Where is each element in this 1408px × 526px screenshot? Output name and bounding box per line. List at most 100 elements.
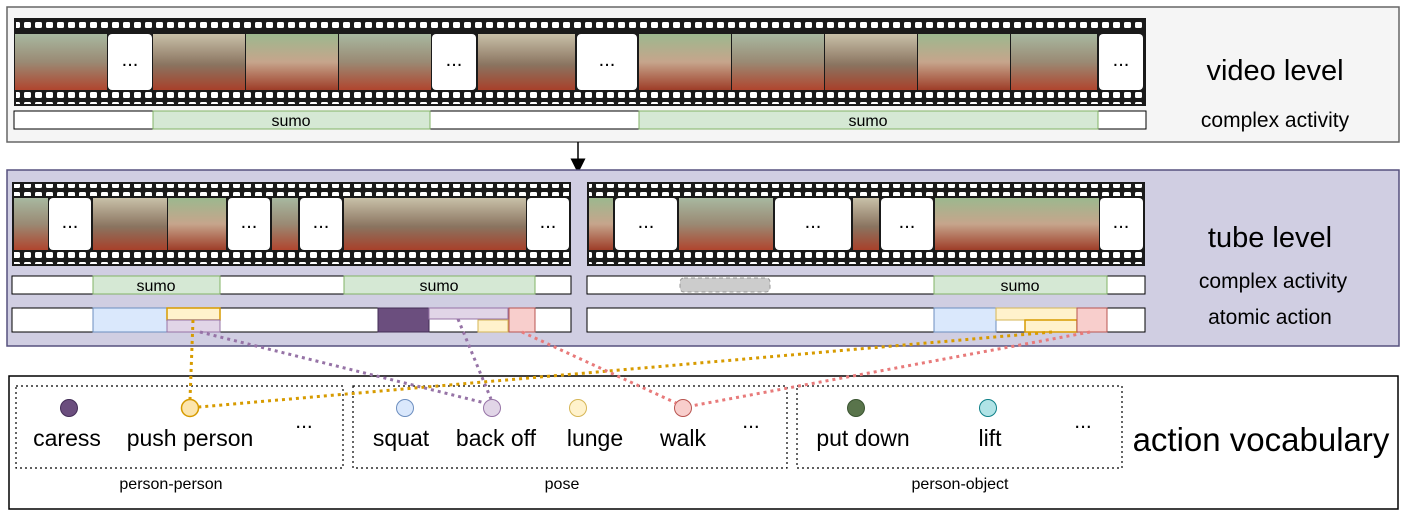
ellipsis-frame: [108, 34, 152, 90]
ellipsis-frame: [775, 198, 851, 250]
push-person-segment: [166, 307, 221, 321]
squat-segment: [92, 307, 168, 333]
group-box-pose: [352, 385, 788, 469]
vocab-label-back-off: back off: [456, 425, 537, 451]
ellipsis-text: ...: [638, 211, 655, 233]
ellipsis-frame: [300, 198, 342, 250]
walk-segment: [508, 307, 536, 333]
sumo-segment: [92, 275, 221, 295]
ellipsis-text: ...: [446, 49, 463, 71]
sumo-label: sumo: [136, 278, 175, 295]
ellipsis-text: ...: [540, 211, 557, 233]
group-name-person-person: person-person: [119, 476, 222, 493]
walk-segment: [1076, 307, 1108, 333]
tube-frame: [344, 198, 526, 250]
video-frame: [918, 34, 1010, 90]
walk-dot: [674, 399, 692, 417]
video-frame: [639, 34, 731, 90]
vocab-label-caress: caress: [33, 425, 101, 451]
left-tube-atomic-bar: [11, 307, 572, 333]
video-level-panel: ... ... ... ... sumo sumo video level: [6, 6, 1400, 143]
ellipsis-frame: [432, 34, 476, 90]
tube-frame: [168, 198, 226, 250]
group-name-pose: pose: [545, 476, 580, 493]
action-vocabulary-title: action vocabulary: [1133, 421, 1390, 458]
vocab-label-push-person: push person: [127, 425, 254, 451]
sumo-segment: [638, 110, 1099, 130]
ellipsis-frame: [577, 34, 637, 90]
ellipsis-frame: [49, 198, 91, 250]
squat-segment: [933, 307, 997, 333]
ellipsis-frame: [228, 198, 270, 250]
action-vocabulary-panel: caress push person ... person-person squ…: [8, 375, 1399, 510]
more-ellipsis: ...: [295, 410, 313, 433]
ellipsis-frame: [527, 198, 569, 250]
lift-dot: [979, 399, 997, 417]
video-frame: [339, 34, 431, 90]
squat-dot: [396, 399, 414, 417]
link-walk-left: [521, 330, 677, 405]
link-push-person-left: [188, 319, 195, 400]
vocab-label-lunge: lunge: [567, 425, 623, 451]
video-frame: [15, 34, 107, 90]
svg-text:...: ...: [1113, 211, 1130, 233]
more-ellipsis: ...: [1074, 410, 1092, 433]
ellipsis-text: ...: [122, 49, 139, 71]
ellipsis-text: ...: [241, 211, 258, 233]
video-frame: [153, 34, 245, 90]
push-person-segment: [1024, 319, 1078, 333]
tube-frame: [272, 198, 298, 250]
svg-text:...: ...: [1113, 49, 1130, 71]
ellipsis-text: ...: [313, 211, 330, 233]
ellipsis-text: ...: [899, 211, 916, 233]
tube-frame: [679, 198, 773, 250]
lunge-segment: [995, 307, 1078, 321]
right-tube-activity-bar: sumo: [586, 275, 1146, 295]
back-off-segment: [166, 319, 221, 333]
more-ellipsis: ...: [742, 410, 760, 433]
put-down-dot: [847, 399, 865, 417]
tube-atomic-action-label: atomic action: [1208, 306, 1332, 329]
vocab-label-squat: squat: [373, 425, 430, 451]
group-box-person-person: [15, 385, 344, 469]
caress-segment: [377, 307, 430, 333]
vocab-label-lift: lift: [979, 425, 1003, 451]
vocab-label-walk: walk: [659, 425, 707, 451]
push-person-dot: [180, 398, 200, 418]
tube-frame: [935, 198, 1099, 250]
group-name-person-object: person-object: [912, 476, 1010, 493]
tube-level-panel: ... ... ... ... ... ... ...: [6, 169, 1400, 347]
link-walk-right: [690, 330, 1091, 408]
tube-frame: [93, 198, 167, 250]
lunge-segment: [477, 319, 509, 333]
sumo-label: sumo: [419, 278, 458, 295]
sumo-label: sumo: [271, 113, 310, 130]
caress-dot: [60, 399, 78, 417]
video-frame: [825, 34, 917, 90]
video-frame: [246, 34, 338, 90]
video-film-strip: ... ... ... ...: [14, 18, 1146, 106]
tube-frame: [853, 198, 879, 250]
link-push-person-right: [198, 330, 1053, 409]
left-tube-activity-bar: sumo sumo: [11, 275, 572, 295]
sumo-label: sumo: [848, 113, 887, 130]
ellipsis-text: ...: [62, 211, 79, 233]
tube-level-title: tube level: [1208, 222, 1332, 254]
video-frame: [1011, 34, 1097, 90]
sumo-segment: [933, 275, 1108, 295]
lunge-dot: [569, 399, 587, 417]
sumo-segment: [343, 275, 536, 295]
back-off-segment: [428, 307, 509, 320]
video-complex-activity-label: complex activity: [1201, 109, 1350, 132]
group-box-person-object: [796, 385, 1123, 469]
sumo-label: sumo: [1000, 278, 1039, 295]
ellipsis-frame: [1099, 34, 1143, 90]
ellipsis-text: ...: [805, 211, 822, 233]
vocab-label-put-down: put down: [816, 425, 909, 451]
tube-frame: [589, 198, 613, 250]
right-tube-film-strip: ... ... ... ...: [587, 182, 1145, 266]
video-level-title: video level: [1206, 55, 1343, 87]
left-tube-film-strip: ... ... ... ...: [12, 182, 571, 266]
right-tube-atomic-bar: [586, 307, 1146, 333]
